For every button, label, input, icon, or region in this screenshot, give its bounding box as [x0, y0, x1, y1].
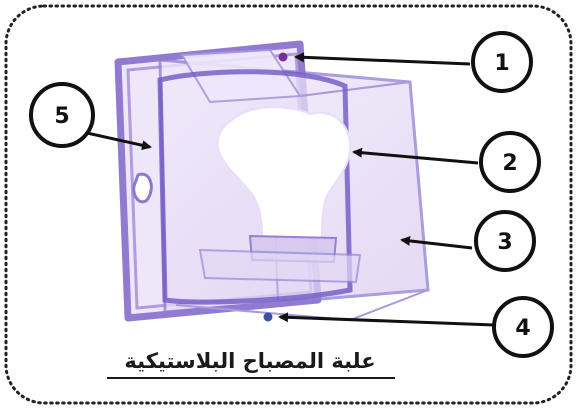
- dotted-frame: [4, 4, 573, 405]
- arrow-4: [278, 312, 495, 327]
- callout-4-label: 4: [515, 316, 530, 341]
- bottom-screw: [263, 312, 273, 322]
- top-screw: [278, 52, 288, 62]
- diagram-caption: علبة المصباح البلاستيكية: [124, 349, 375, 373]
- side-knob: [132, 172, 153, 204]
- callout-1: 1: [471, 31, 533, 93]
- callout-2: 2: [479, 131, 541, 193]
- callout-5: 5: [29, 82, 95, 148]
- callout-2-label: 2: [502, 151, 517, 176]
- arrow-3: [400, 235, 473, 250]
- bulb-shape: [216, 106, 352, 240]
- callout-4: 4: [492, 296, 554, 358]
- arrow-2: [352, 147, 479, 165]
- callout-5-label: 5: [54, 104, 69, 129]
- arrow-5: [77, 129, 152, 151]
- callout-1-label: 1: [494, 51, 509, 76]
- callout-3-label: 3: [497, 230, 512, 255]
- callout-3: 3: [474, 210, 536, 272]
- arrow-1: [294, 52, 471, 66]
- lamp-box-illustration: [114, 40, 430, 322]
